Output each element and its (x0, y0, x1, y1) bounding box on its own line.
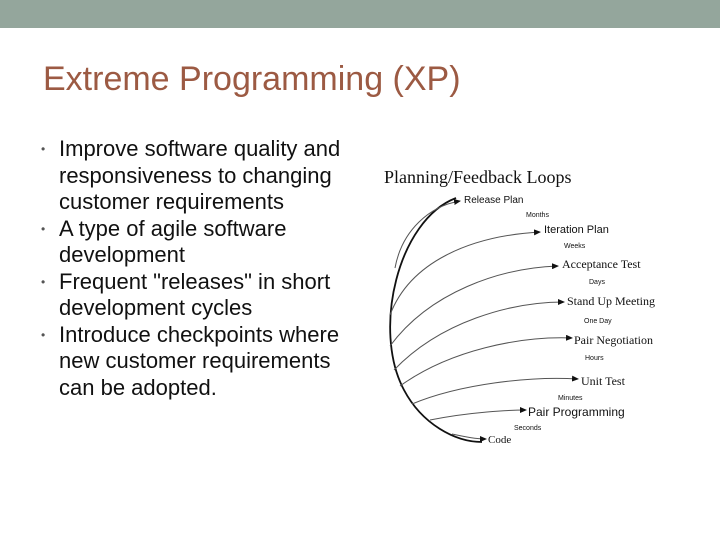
timescale-label-days: Days (589, 279, 605, 286)
loop-arrow-pair-negotiation (399, 334, 573, 387)
loop-arrow-pair-programming (429, 407, 527, 421)
timescale-label-one-day: One Day (584, 318, 612, 325)
loop-label-iteration-plan: Iteration Plan (544, 224, 609, 236)
bullet-text: Frequent "releases" in short development… (59, 268, 331, 321)
loop-arrow-iteration-plan (389, 229, 541, 316)
timescale-label-hours: Hours (585, 355, 604, 362)
bullet-text: Introduce checkpoints where new customer… (59, 321, 340, 400)
loop-arrow-code (451, 433, 487, 442)
timescale-label-seconds: Seconds (514, 425, 542, 432)
bullet-item: • Introduce checkpoints where new custome… (40, 322, 350, 402)
timescale-label-months: Months (526, 212, 549, 219)
loop-arrow-release-plan (394, 199, 461, 269)
loop-label-acceptance-test: Acceptance Test (562, 257, 641, 271)
loop-label-pair-negotiation: Pair Negotiation (574, 333, 653, 347)
loop-arrow-acceptance-test (389, 263, 559, 347)
loop-label-code: Code (488, 434, 511, 446)
bullet-text: Improve software quality and responsiven… (59, 136, 341, 214)
feedback-loops-diagram: Planning/Feedback Loops Release Plan Ite… (384, 167, 655, 446)
bullet-icon: • (41, 274, 46, 289)
bullet-icon: • (41, 327, 46, 342)
diagram-title: Planning/Feedback Loops (384, 167, 571, 187)
top-bar (0, 0, 720, 28)
loop-label-stand-up-meeting: Stand Up Meeting (567, 294, 655, 308)
timescale-label-weeks: Weeks (564, 243, 586, 250)
bullet-icon: • (41, 142, 46, 156)
outer-loop-curve (389, 197, 483, 443)
timescale-label-minutes: Minutes (558, 395, 583, 402)
bullet-item: • A type of agile software development (40, 216, 350, 269)
slide-title: Extreme Programming (XP) (43, 60, 461, 98)
loop-label-release-plan: Release Plan (464, 195, 523, 206)
loop-label-pair-programming: Pair Programming (528, 405, 625, 419)
loop-arrow-stand-up-meeting (393, 299, 565, 371)
loop-label-unit-test: Unit Test (581, 374, 626, 388)
loop-arrow-unit-test (411, 375, 579, 405)
bullet-item: • Improve software quality and responsive… (40, 136, 350, 216)
bullet-item: • Frequent "releases" in short developmen… (40, 269, 350, 322)
bullet-text: A type of agile software development (59, 215, 287, 268)
bullet-icon: • (41, 221, 46, 236)
bullet-list: • Improve software quality and responsive… (40, 136, 350, 401)
